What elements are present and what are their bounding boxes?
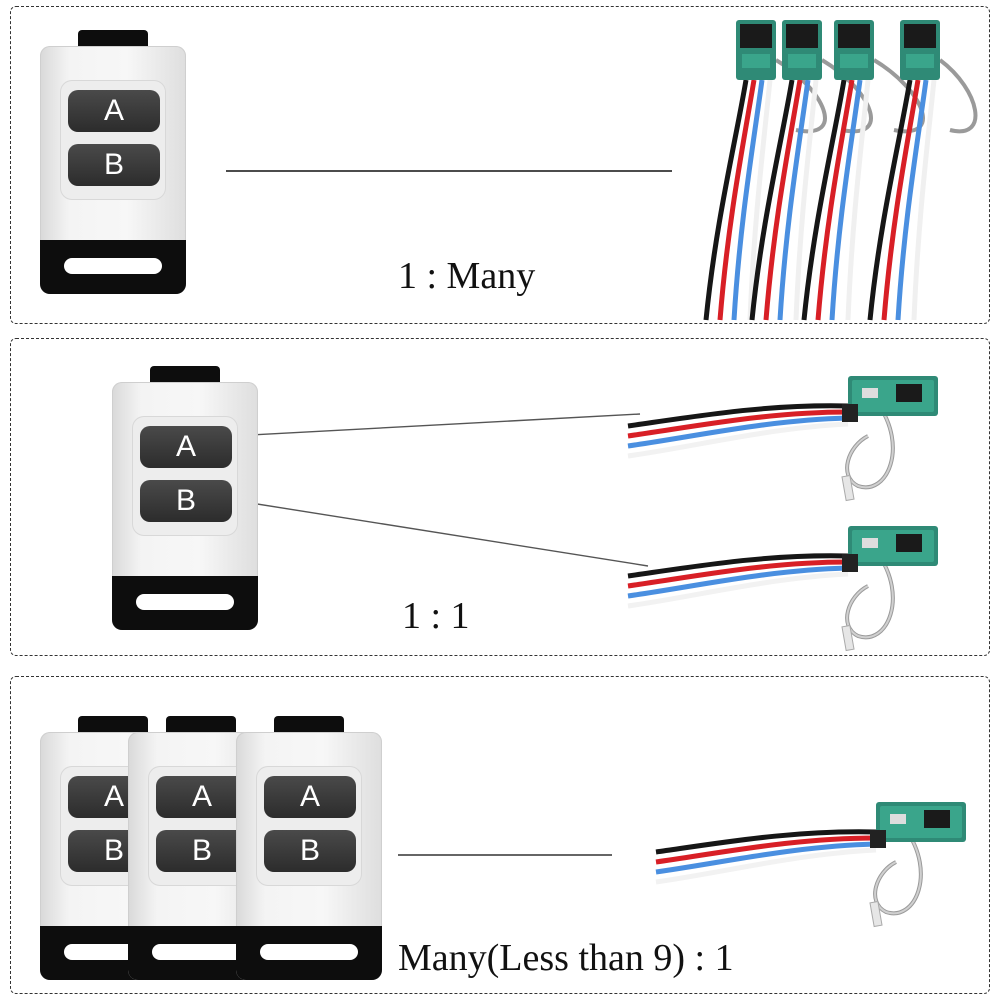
remote-button-b: B — [68, 144, 160, 186]
remote-control: A B — [112, 366, 258, 630]
remote-button-b: B — [264, 830, 356, 872]
remote-control: A B — [40, 30, 186, 294]
ratio-label-many-to-one: Many(Less than 9) : 1 — [398, 937, 734, 979]
remote-button-a: A — [68, 90, 160, 132]
ratio-label-one-to-many: 1 : Many — [398, 255, 536, 297]
remote-button-b: B — [156, 830, 248, 872]
ratio-label-one-to-one: 1 : 1 — [402, 595, 470, 637]
receiver-module-button-b — [628, 524, 940, 653]
connection-line-button-b — [231, 499, 649, 567]
remote-button-a: A — [140, 426, 232, 468]
receiver-module-4 — [867, 20, 978, 321]
remote-button-b: B — [140, 480, 232, 522]
remote-button-a: A — [264, 776, 356, 818]
connection-line-button-a — [231, 413, 641, 437]
receiver-module-2 — [749, 20, 873, 321]
receiver-module-shared — [656, 800, 968, 929]
receiver-module-button-a — [628, 374, 940, 503]
remote-button-a: A — [156, 776, 248, 818]
remote-control: A B — [236, 716, 382, 980]
